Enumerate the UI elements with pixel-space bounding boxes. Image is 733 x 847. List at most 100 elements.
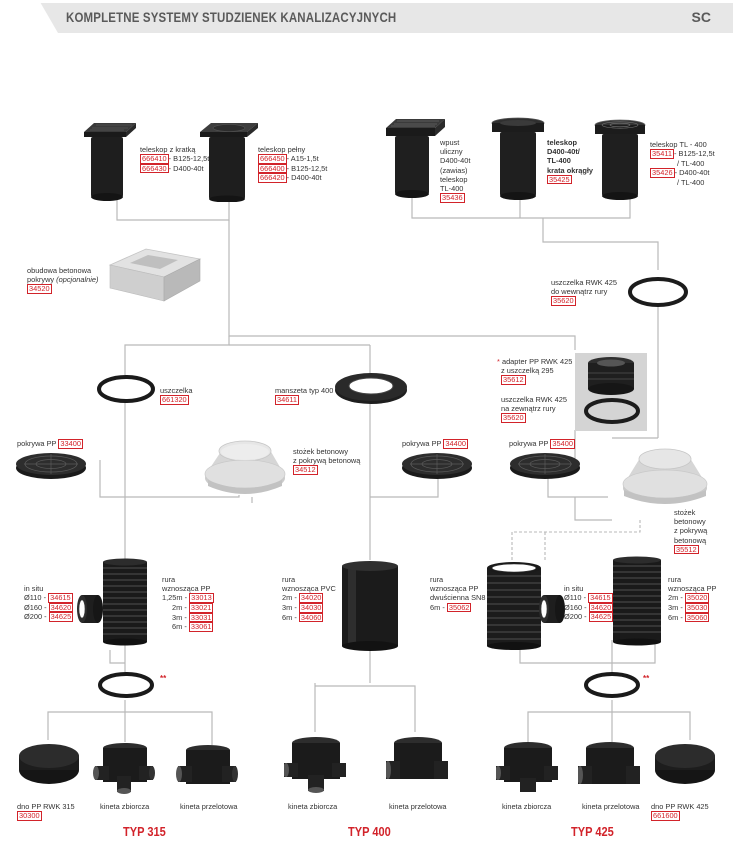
kratka-row-1-text: - B125-12,5t bbox=[168, 154, 210, 164]
rura-left-len-2: 2m - bbox=[172, 603, 187, 612]
stozek-mid-image bbox=[204, 440, 286, 494]
pelny-title: teleskop pełny bbox=[258, 145, 306, 154]
insitu-right-image bbox=[539, 595, 565, 623]
obudowa-line-2: pokrywy bbox=[27, 275, 55, 285]
rura-pvc-len-3: 6m - bbox=[282, 612, 297, 622]
code-34512: 34512 bbox=[293, 465, 318, 475]
obudowa-betonowa-image bbox=[108, 248, 202, 302]
rura-left-len-1: 1,25m - bbox=[162, 593, 188, 603]
code-35411: 35411 bbox=[650, 149, 675, 159]
wpust-line-1: wpust bbox=[440, 138, 460, 147]
stozek-mid-line-2: z pokrywą betonową bbox=[293, 456, 361, 466]
rura-right-len-2: 3m - bbox=[668, 603, 683, 612]
kineta-przelotowa-3-image bbox=[578, 742, 640, 784]
label-pokrywa-right: pokrywa PP 35400 bbox=[509, 439, 575, 449]
wpust-line-3: D400-40t bbox=[440, 156, 471, 166]
code-33031: 33031 bbox=[188, 612, 214, 623]
pokrywa-left-image bbox=[16, 453, 86, 479]
code-34060: 34060 bbox=[298, 612, 324, 623]
page-header: KOMPLETNE SYSTEMY STUDZIENEK KANALIZACYJ… bbox=[0, 0, 733, 36]
rura-sn8-line-1: rura bbox=[430, 575, 444, 584]
code-34400: 34400 bbox=[443, 439, 468, 449]
code-30300: 30300 bbox=[17, 811, 42, 821]
uszczelka-rwk-in-image bbox=[628, 277, 688, 307]
code-34625-left: 34625 bbox=[48, 612, 74, 622]
stozek-right-line-3: z pokrywą bbox=[674, 526, 708, 536]
label-rura-left: rura wznosząca PP 1,25m - 33013 2m - 330… bbox=[162, 575, 214, 632]
rura-sn8-len-1: 6m - bbox=[430, 602, 445, 612]
label-stozek-mid: stożek betonowy z pokrywą betonową 34512 bbox=[293, 447, 360, 475]
wpust-line-6: TL-400 bbox=[440, 184, 464, 194]
header-bar bbox=[0, 3, 733, 33]
pelny-row-2-text: - B125-12,5t bbox=[286, 163, 328, 173]
dno-425-image bbox=[655, 744, 715, 784]
pokrywa-left-title: pokrywa PP bbox=[17, 439, 57, 448]
ring-left-image bbox=[98, 672, 154, 698]
tl400-row-1-text: - B125-12,5t bbox=[674, 149, 715, 159]
insitu-right-d110: Ø110 - bbox=[564, 593, 587, 603]
label-rura-sn8: rura wznosząca PP dwuścienna SN8 6m - 35… bbox=[430, 575, 485, 613]
code-666450: 666450 bbox=[258, 154, 287, 164]
adapter-line-1: adapter PP RWK 425 bbox=[501, 357, 573, 366]
rura-right-len-3: 6m - bbox=[668, 612, 683, 622]
dno315-title: dno PP RWK 315 bbox=[17, 802, 75, 811]
tl400-row-3-text: - D400-40t bbox=[674, 168, 710, 177]
pelny-row-3-text: - D400-40t bbox=[286, 173, 322, 183]
rura-left-line-2: wznosząca PP bbox=[162, 584, 211, 594]
adapter-star: * bbox=[497, 357, 500, 366]
kineta-przelotowa-1-image bbox=[176, 745, 238, 784]
obudowa-optional: (opcjonalnie) bbox=[56, 275, 99, 285]
rura-right-line-1: rura bbox=[668, 575, 682, 584]
kineta-przelotowa-2-image bbox=[386, 737, 448, 779]
rwk-out-line-1: uszczelka RWK 425 bbox=[501, 395, 567, 404]
code-661320: 661320 bbox=[160, 395, 189, 405]
rura-right-len-1: 2m - bbox=[668, 593, 683, 603]
teleskop-tl400-image bbox=[594, 119, 646, 200]
label-kineta-pr-1: kineta przelotowa bbox=[180, 802, 238, 811]
stozek-right-image bbox=[622, 448, 708, 504]
rura-pvc-image bbox=[342, 561, 398, 651]
pokrywa-mid-image bbox=[402, 453, 472, 479]
code-35436: 35436 bbox=[440, 193, 465, 203]
label-uszczelka: uszczelka 661320 bbox=[160, 386, 192, 405]
code-666410: 666410 bbox=[140, 154, 169, 164]
label-pokrywa-left: pokrywa PP 33400 bbox=[17, 439, 83, 449]
dno-315-image bbox=[19, 744, 79, 784]
rwk-out-line-2: na zewnątrz rury bbox=[501, 404, 556, 414]
insitu-left-image bbox=[77, 595, 103, 623]
label-insitu-right: in situ Ø110 - 34615 Ø160 - 34620 Ø200 -… bbox=[564, 584, 614, 622]
code-35620-out: 35620 bbox=[501, 413, 526, 423]
label-teleskop-kratka: teleskop z kratką 666410- B125-12,5t 666… bbox=[140, 145, 210, 174]
code-34611: 34611 bbox=[275, 395, 300, 405]
insitu-right-title: in situ bbox=[564, 584, 584, 593]
code-34520: 34520 bbox=[27, 284, 52, 294]
rura-left-len-4: 6m - bbox=[172, 622, 187, 632]
uszczelka-rwk-out-image bbox=[584, 398, 640, 424]
rura-right-line-2: wznosząca PP bbox=[668, 584, 717, 594]
label-adapter: * adapter PP RWK 425 z uszczelką 295 356… bbox=[497, 357, 572, 385]
rura-pvc-line-1: rura bbox=[282, 575, 296, 584]
kineta-zbiorcza-2-image bbox=[284, 737, 346, 793]
tl400-row-4-text: / TL-400 bbox=[677, 177, 705, 187]
page-title: KOMPLETNE SYSTEMY STUDZIENEK KANALIZACYJ… bbox=[66, 9, 397, 25]
label-kineta-zb-1: kineta zbiorcza bbox=[100, 802, 150, 811]
kratka-title: teleskop z kratką bbox=[140, 145, 196, 154]
label-stozek-right: stożek betonowy z pokrywą betonową 35512 bbox=[674, 508, 708, 555]
label-dno-425: dno PP RWK 425 661600 bbox=[651, 802, 709, 821]
rura-pvc-len-2: 3m - bbox=[282, 603, 297, 612]
kineta-zbiorcza-3-image bbox=[496, 742, 558, 792]
insitu-left-d160: Ø160 - bbox=[24, 602, 47, 612]
ring-right-image bbox=[584, 672, 640, 698]
kratka-row-2-text: - D400-40t bbox=[168, 163, 204, 173]
label-kineta-pr-3: kineta przelotowa bbox=[582, 802, 640, 811]
code-35512: 35512 bbox=[674, 544, 699, 555]
rura-pvc-len-1: 2m - bbox=[282, 593, 297, 603]
insitu-left-d110: Ø110 - bbox=[24, 593, 47, 603]
label-rura-pvc: rura wznosząca PVC 2m - 34020 3m - 34030… bbox=[282, 575, 336, 623]
label-uszczelka-rwk-in: uszczelka RWK 425 do wewnątrz rury 35620 bbox=[551, 278, 617, 306]
wpust-line-2: uliczny bbox=[440, 147, 463, 157]
insitu-left-title: in situ bbox=[24, 584, 44, 593]
label-teleskop-tl400: teleskop TL - 400 35411- B125-12,5t / TL… bbox=[650, 140, 715, 187]
section-code: SC bbox=[691, 9, 711, 25]
code-35062: 35062 bbox=[446, 602, 472, 613]
